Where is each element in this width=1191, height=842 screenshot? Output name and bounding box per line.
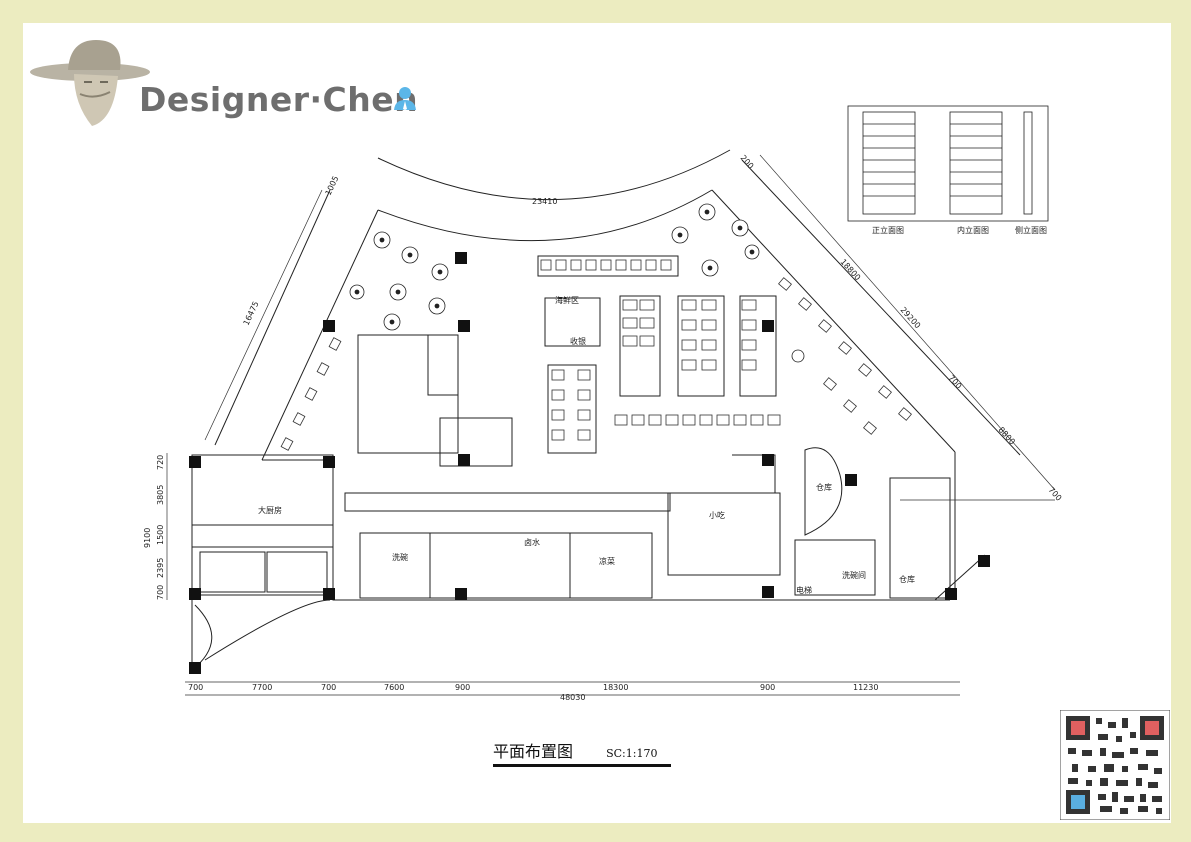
dim-right-b: 29200 — [899, 305, 923, 330]
label-seafood-zone: 海鲜区 — [555, 295, 579, 305]
dim-left-stack-0: 720 — [156, 455, 165, 470]
label-cold-dish: 凉菜 — [599, 556, 615, 566]
user-icon — [394, 87, 416, 110]
label-wash-area: 洗碗 — [392, 552, 408, 562]
dim-bottom-3: 7600 — [384, 683, 404, 692]
dim-left-total: 9100 — [143, 528, 152, 548]
dim-bottom-0: 700 — [188, 683, 203, 692]
dim-arc: 23410 — [532, 197, 557, 206]
label-dish-wash-room: 洗碗间 — [842, 570, 866, 580]
dim-bottom-total: 48030 — [560, 693, 585, 702]
plan-title: 平面布置图 SC:1:170 — [493, 738, 671, 767]
dim-bottom-4: 900 — [455, 683, 470, 692]
label-small-kitchen: 小吃 — [709, 510, 725, 520]
label-front-elevation: 正立面图 — [872, 225, 904, 235]
plan-title-text: 平面布置图 — [493, 742, 574, 761]
dim-left-top: 1005 — [324, 175, 341, 197]
dim-bottom-1: 7700 — [252, 683, 272, 692]
dim-right-c: 700 — [947, 373, 964, 390]
dim-left-wall: 16475 — [242, 300, 261, 327]
dim-left-stack-4: 700 — [156, 585, 165, 600]
dim-left-stack-3: 2395 — [156, 558, 165, 578]
label-lift: 电梯 — [796, 585, 812, 595]
dim-bottom-6: 900 — [760, 683, 775, 692]
dim-left-stack-2: 1500 — [156, 525, 165, 545]
label-chaoshan-marinade: 卤水 — [524, 537, 540, 547]
label-storage2: 仓库 — [899, 574, 915, 584]
dim-bottom-2: 700 — [321, 683, 336, 692]
label-cashier: 收银 — [570, 336, 586, 346]
drawing-sheet — [23, 23, 1171, 823]
designer-name: Designer·Chen — [139, 80, 419, 119]
dim-right-top: 200 — [739, 153, 756, 170]
designer-portrait-logo — [30, 40, 150, 126]
label-inner-elevation: 内立面图 — [957, 225, 989, 235]
qr-code — [1060, 710, 1170, 820]
label-storage: 仓库 — [816, 482, 832, 492]
label-side-elevation: 侧立面图 — [1015, 225, 1047, 235]
plan-scale: SC:1:170 — [606, 747, 658, 760]
dim-right-a: 18800 — [839, 257, 863, 282]
dim-left-stack-1: 3805 — [156, 485, 165, 505]
label-main-kitchen: 大厨房 — [258, 505, 282, 515]
dim-bottom-7: 11230 — [853, 683, 878, 692]
dim-bottom-5: 18300 — [603, 683, 628, 692]
